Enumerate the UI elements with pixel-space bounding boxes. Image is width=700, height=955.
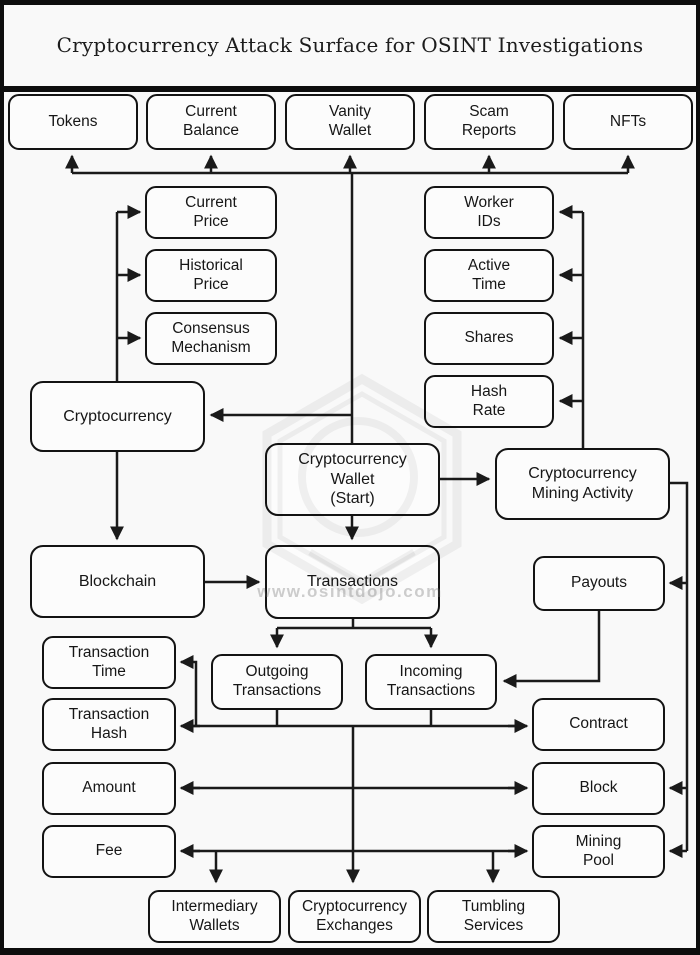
node-amount: Amount [42, 762, 176, 815]
node-outgoing-transactions: Outgoing Transactions [211, 654, 343, 710]
node-current-price: Current Price [145, 186, 277, 239]
node-tokens: Tokens [8, 94, 138, 150]
arrows-fee-pool-row [179, 844, 529, 884]
arrows-mining-right-rail [668, 481, 689, 858]
node-tumbling-services: Tumbling Services [427, 890, 560, 943]
node-nfts: NFTs [563, 94, 693, 150]
node-active-time: Active Time [424, 249, 554, 302]
arrows-cryptocurrency-attributes [115, 205, 142, 381]
arrow-payouts-incoming [502, 611, 601, 688]
node-vanity-wallet: Vanity Wallet [285, 94, 415, 150]
node-current-balance: Current Balance [146, 94, 276, 150]
node-incoming-transactions: Incoming Transactions [365, 654, 497, 710]
node-historical-price: Historical Price [145, 249, 277, 302]
node-payouts: Payouts [533, 556, 665, 611]
frame-bottom [0, 948, 700, 955]
arrows-transactions-split [270, 619, 438, 649]
arrows-hash-contract-row [179, 655, 529, 884]
node-block: Block [532, 762, 665, 815]
node-worker-ids: Worker IDs [424, 186, 554, 239]
node-mining-pool: Mining Pool [532, 825, 665, 878]
frame-left [0, 0, 4, 955]
node-shares: Shares [424, 312, 554, 365]
node-cryptocurrency-exchanges: Cryptocurrency Exchanges [288, 890, 421, 943]
title-separator [0, 86, 700, 92]
node-scam-reports: Scam Reports [424, 94, 554, 150]
node-fee: Fee [42, 825, 176, 878]
node-cryptocurrency: Cryptocurrency [30, 381, 205, 452]
node-cryptocurrency-mining-activity: Cryptocurrency Mining Activity [495, 448, 670, 520]
node-transaction-hash: Transaction Hash [42, 698, 176, 751]
node-transactions: Transactions [265, 545, 440, 619]
node-intermediary-wallets: Intermediary Wallets [148, 890, 281, 943]
arrows-top-hub [65, 154, 635, 443]
node-blockchain: Blockchain [30, 545, 205, 618]
node-contract: Contract [532, 698, 665, 751]
node-consensus-mechanism: Consensus Mechanism [145, 312, 277, 365]
page-title: Cryptocurrency Attack Surface for OSINT … [56, 33, 644, 57]
frame-right [696, 0, 700, 955]
frame-top [0, 0, 700, 5]
node-hash-rate: Hash Rate [424, 375, 554, 428]
node-cryptocurrency-wallet-start: Cryptocurrency Wallet (Start) [265, 443, 440, 516]
arrows-mining-attributes [558, 205, 585, 448]
node-transaction-time: Transaction Time [42, 636, 176, 689]
